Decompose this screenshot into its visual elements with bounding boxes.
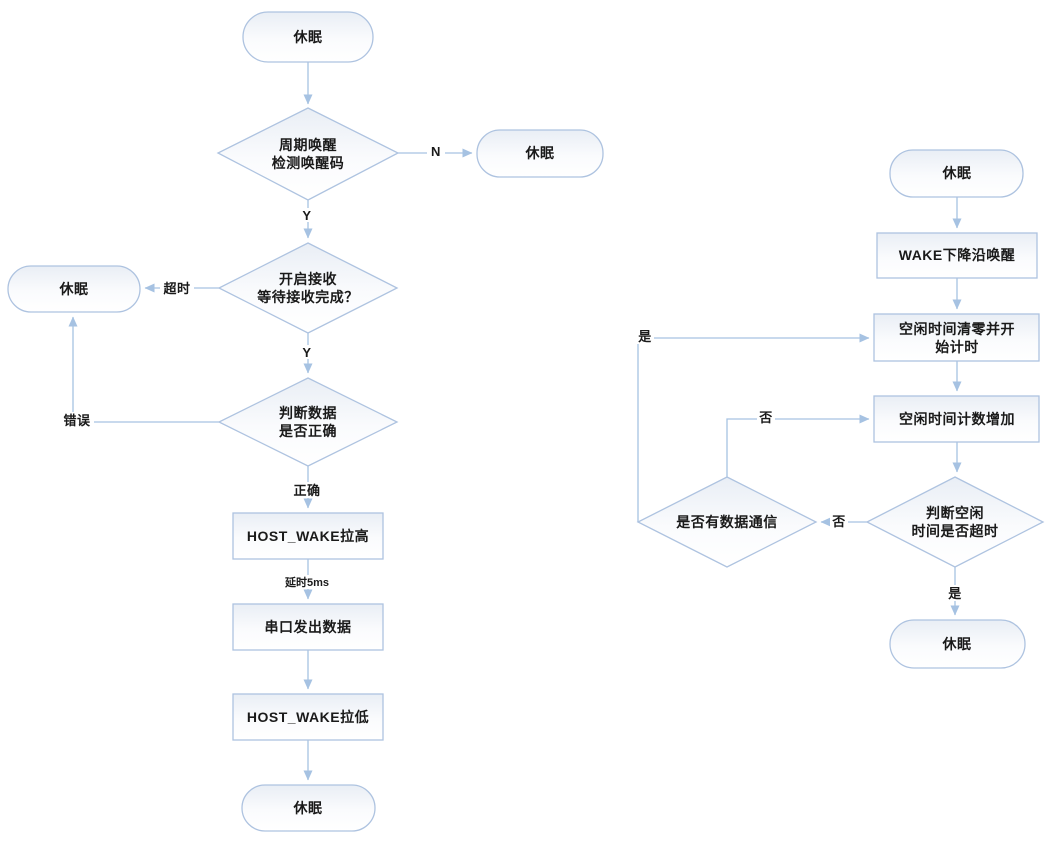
no-timeout-label: 否 [831, 514, 846, 529]
connector-no-comm-to-count [726, 414, 870, 477]
decision-data-comm: 是否有数据通信 [636, 476, 818, 568]
wake-falling-edge-label: WAKE下降沿唤醒 [899, 247, 1016, 263]
label-bg [281, 575, 333, 589]
y2-label: Y [302, 345, 311, 360]
label-bg [160, 280, 194, 296]
right-end-terminator: 休眠 [889, 619, 1026, 669]
edge-label-yes-timeout: 是 [946, 585, 964, 601]
decision-shape [865, 476, 1045, 568]
right-end-label: 休眠 [942, 636, 972, 652]
host-wake-high-label: HOST_WAKE拉高 [247, 528, 369, 544]
data-comm-label: 是否有数据通信 [676, 514, 778, 530]
connector-error-to-sleep-left [68, 316, 219, 423]
left-flowchart: 休眠 周期唤醒 检测唤醒码 N 休眠 Y 开启接收 等待接收完成？ [7, 11, 604, 832]
process-shape [232, 512, 384, 560]
edge-label-y1: Y [300, 208, 314, 223]
idle-timeout-line1: 判断空闲 [926, 505, 984, 521]
label-bg [300, 345, 314, 359]
delay-label: 延时5ms [284, 575, 329, 589]
no-comm-label: 否 [758, 410, 773, 425]
decision-wake-line2: 检测唤醒码 [272, 155, 345, 171]
timeout-label: 超时 [163, 281, 190, 296]
terminator-shape [242, 11, 374, 63]
idle-reset-line1: 空闲时间清零并开 [899, 321, 1015, 337]
right-start-terminator: 休眠 [889, 149, 1024, 198]
right-flowchart: 休眠 WAKE下降沿唤醒 空闲时间清零并开 始计时 空闲时间计数增加 判断空闲 … [636, 149, 1045, 669]
label-bg [757, 409, 775, 425]
edge-label-error: 错误 [60, 412, 94, 428]
decision-receive-line2: 等待接收完成？ [257, 289, 359, 305]
idle-timeout-line2: 时间是否超时 [912, 523, 999, 539]
sleep-right-label: 休眠 [525, 145, 555, 161]
process-shape [873, 313, 1040, 362]
terminator-shape [889, 149, 1024, 198]
decision-wake-line1: 周期唤醒 [279, 137, 337, 153]
decision-shape [216, 107, 400, 201]
process-idle-reset: 空闲时间清零并开 始计时 [873, 313, 1040, 362]
label-bg [300, 208, 314, 222]
decision-shape [636, 476, 818, 568]
label-bg [830, 513, 848, 529]
process-shape [232, 603, 384, 651]
edge-label-y2: Y [300, 345, 314, 360]
yes-comm-label: 是 [637, 329, 652, 344]
decision-shape [217, 377, 399, 467]
label-bg [946, 585, 964, 601]
left-start-label: 休眠 [293, 29, 323, 45]
label-bg [427, 144, 445, 158]
edge-label-correct: 正确 [290, 482, 324, 498]
edge-label-timeout: 超时 [160, 280, 194, 296]
process-wake-falling-edge: WAKE下降沿唤醒 [876, 232, 1038, 279]
decision-data-valid: 判断数据 是否正确 [217, 377, 399, 467]
process-uart-send: 串口发出数据 [232, 603, 384, 651]
decision-periodic-wake: 周期唤醒 检测唤醒码 [216, 107, 400, 201]
terminator-shape [7, 265, 141, 313]
decision-receive-line1: 开启接收 [279, 271, 337, 287]
left-end-terminator: 休眠 [241, 784, 376, 832]
terminator-shape [889, 619, 1026, 669]
decision-receive-complete: 开启接收 等待接收完成？ [217, 242, 399, 334]
process-host-wake-low: HOST_WAKE拉低 [232, 693, 384, 741]
edge-label-delay: 延时5ms [281, 575, 333, 589]
error-label: 错误 [63, 413, 91, 428]
process-shape [876, 232, 1038, 279]
idle-reset-line2: 始计时 [935, 339, 979, 355]
decision-data-line1: 判断数据 [279, 405, 337, 421]
edge-label-no-comm: 否 [757, 409, 775, 425]
label-bg [290, 482, 324, 498]
correct-label: 正确 [293, 483, 320, 498]
left-sleep-right-terminator: 休眠 [476, 129, 604, 178]
edge-label-yes-comm: 是 [636, 328, 654, 344]
idle-count-label: 空闲时间计数增加 [899, 411, 1015, 427]
decision-idle-timeout: 判断空闲 时间是否超时 [865, 476, 1045, 568]
process-shape [232, 693, 384, 741]
terminator-shape [241, 784, 376, 832]
edge-label-n: N [427, 144, 445, 159]
n-label: N [431, 144, 441, 159]
decision-shape [217, 242, 399, 334]
decision-data-line2: 是否正确 [279, 423, 337, 439]
terminator-shape [476, 129, 604, 178]
process-shape [873, 395, 1040, 443]
left-start-terminator: 休眠 [242, 11, 374, 63]
right-start-label: 休眠 [942, 165, 972, 181]
left-end-label: 休眠 [293, 800, 323, 816]
left-sleep-left-terminator: 休眠 [7, 265, 141, 313]
edge-label-no-timeout: 否 [830, 513, 848, 529]
sleep-left-label: 休眠 [59, 281, 89, 297]
uart-send-label: 串口发出数据 [265, 619, 352, 635]
host-wake-low-label: HOST_WAKE拉低 [247, 709, 369, 725]
label-bg [636, 328, 654, 344]
process-idle-count: 空闲时间计数增加 [873, 395, 1040, 443]
yes-timeout-label: 是 [947, 586, 962, 601]
label-bg [60, 412, 94, 428]
process-host-wake-high: HOST_WAKE拉高 [232, 512, 384, 560]
y1-label: Y [302, 208, 311, 223]
